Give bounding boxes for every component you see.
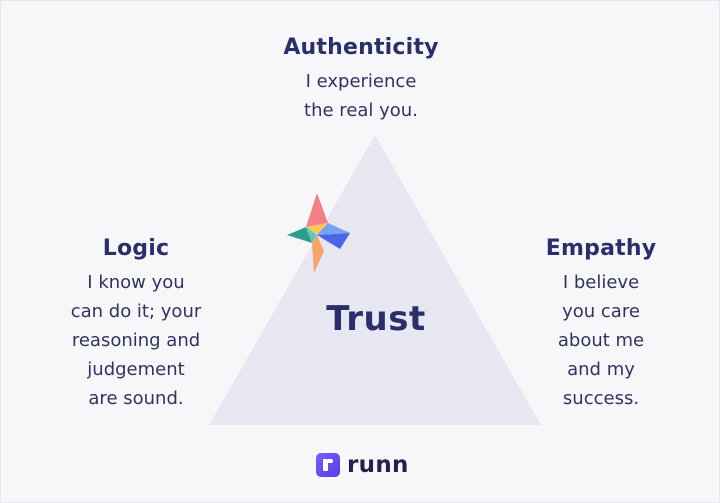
logic-line-5: are sound. bbox=[88, 388, 184, 410]
pinwheel-logo-icon bbox=[287, 193, 350, 273]
brand-name: runn bbox=[347, 452, 409, 478]
logic-line-2: can do it; your bbox=[70, 301, 202, 323]
empathy-block: Empathy I believe you care about me and … bbox=[501, 236, 701, 413]
empathy-line-2: you care bbox=[562, 301, 640, 323]
brand-logo: runn bbox=[316, 452, 409, 478]
logic-line-3: reasoning and bbox=[71, 330, 201, 352]
authenticity-line-1: I experience bbox=[305, 71, 417, 93]
authenticity-block: Authenticity I experience the real you. bbox=[221, 35, 501, 125]
logic-title: Logic bbox=[102, 236, 170, 261]
runn-logo-icon bbox=[316, 453, 340, 477]
trust-label: Trust bbox=[326, 299, 426, 339]
logic-block: Logic I know you can do it; your reasoni… bbox=[41, 236, 231, 413]
authenticity-line-2: the real you. bbox=[304, 100, 418, 122]
empathy-line-4: and my bbox=[567, 359, 635, 381]
empathy-line-1: I believe bbox=[562, 272, 640, 294]
empathy-title: Empathy bbox=[545, 236, 657, 261]
authenticity-title: Authenticity bbox=[283, 35, 439, 60]
logic-line-1: I know you bbox=[87, 272, 185, 294]
empathy-line-3: about me bbox=[557, 330, 645, 352]
empathy-line-5: success. bbox=[562, 388, 640, 410]
logic-line-4: judgement bbox=[87, 359, 185, 381]
